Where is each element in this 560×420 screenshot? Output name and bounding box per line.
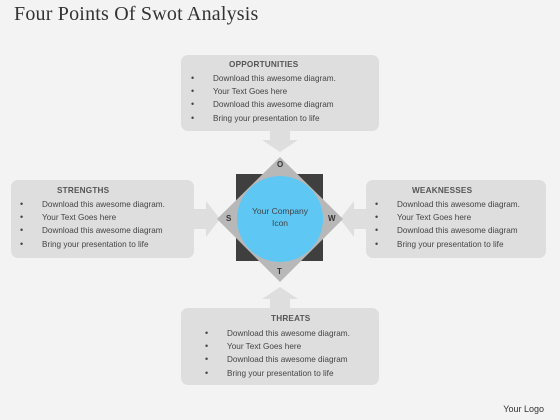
list-item: Bring your presentation to life [20, 238, 165, 251]
strengths-heading: STRENGTHS [57, 186, 110, 195]
list-item: Bring your presentation to life [191, 112, 336, 125]
letter-w: W [328, 214, 336, 223]
arrow-opportunities [262, 131, 298, 152]
list-item: Your Text Goes here [205, 340, 350, 353]
weaknesses-list: Download this awesome diagram. Your Text… [375, 198, 520, 251]
letter-s: S [226, 214, 232, 223]
list-item: Download this awesome diagram [205, 353, 350, 366]
list-item: Your Text Goes here [20, 211, 165, 224]
arrow-weaknesses [340, 201, 366, 237]
list-item: Download this awesome diagram. [20, 198, 165, 211]
list-item: Download this awesome diagram [375, 224, 520, 237]
arrow-threats [262, 287, 298, 308]
logo-text: Your Logo [503, 404, 544, 414]
page-title: Four Points Of Swot Analysis [14, 3, 259, 25]
arrow-strengths [194, 201, 220, 237]
weaknesses-heading: WEAKNESSES [412, 186, 473, 195]
company-icon-label: Your Company Icon [252, 206, 308, 228]
list-item: Download this awesome diagram. [205, 327, 350, 340]
strengths-list: Download this awesome diagram. Your Text… [20, 198, 165, 251]
list-item: Download this awesome diagram. [191, 72, 336, 85]
list-item: Download this awesome diagram [191, 98, 336, 111]
list-item: Your Text Goes here [191, 85, 336, 98]
list-item: Your Text Goes here [375, 211, 520, 224]
list-item: Download this awesome diagram. [375, 198, 520, 211]
list-item: Bring your presentation to life [205, 367, 350, 380]
weaknesses-box: WEAKNESSES Download this awesome diagram… [366, 180, 546, 258]
threats-list: Download this awesome diagram. Your Text… [205, 327, 350, 380]
threats-box: THREATS Download this awesome diagram. Y… [181, 308, 379, 385]
opportunities-list: Download this awesome diagram. Your Text… [191, 72, 336, 125]
company-icon-circle [237, 176, 323, 262]
list-item: Bring your presentation to life [375, 238, 520, 251]
list-item: Download this awesome diagram [20, 224, 165, 237]
opportunities-box: OPPORTUNITIES Download this awesome diag… [181, 55, 379, 131]
letter-t: T [277, 267, 282, 276]
strengths-box: STRENGTHS Download this awesome diagram.… [11, 180, 194, 258]
opportunities-heading: OPPORTUNITIES [229, 60, 299, 69]
threats-heading: THREATS [271, 314, 311, 323]
letter-o: O [277, 160, 284, 169]
